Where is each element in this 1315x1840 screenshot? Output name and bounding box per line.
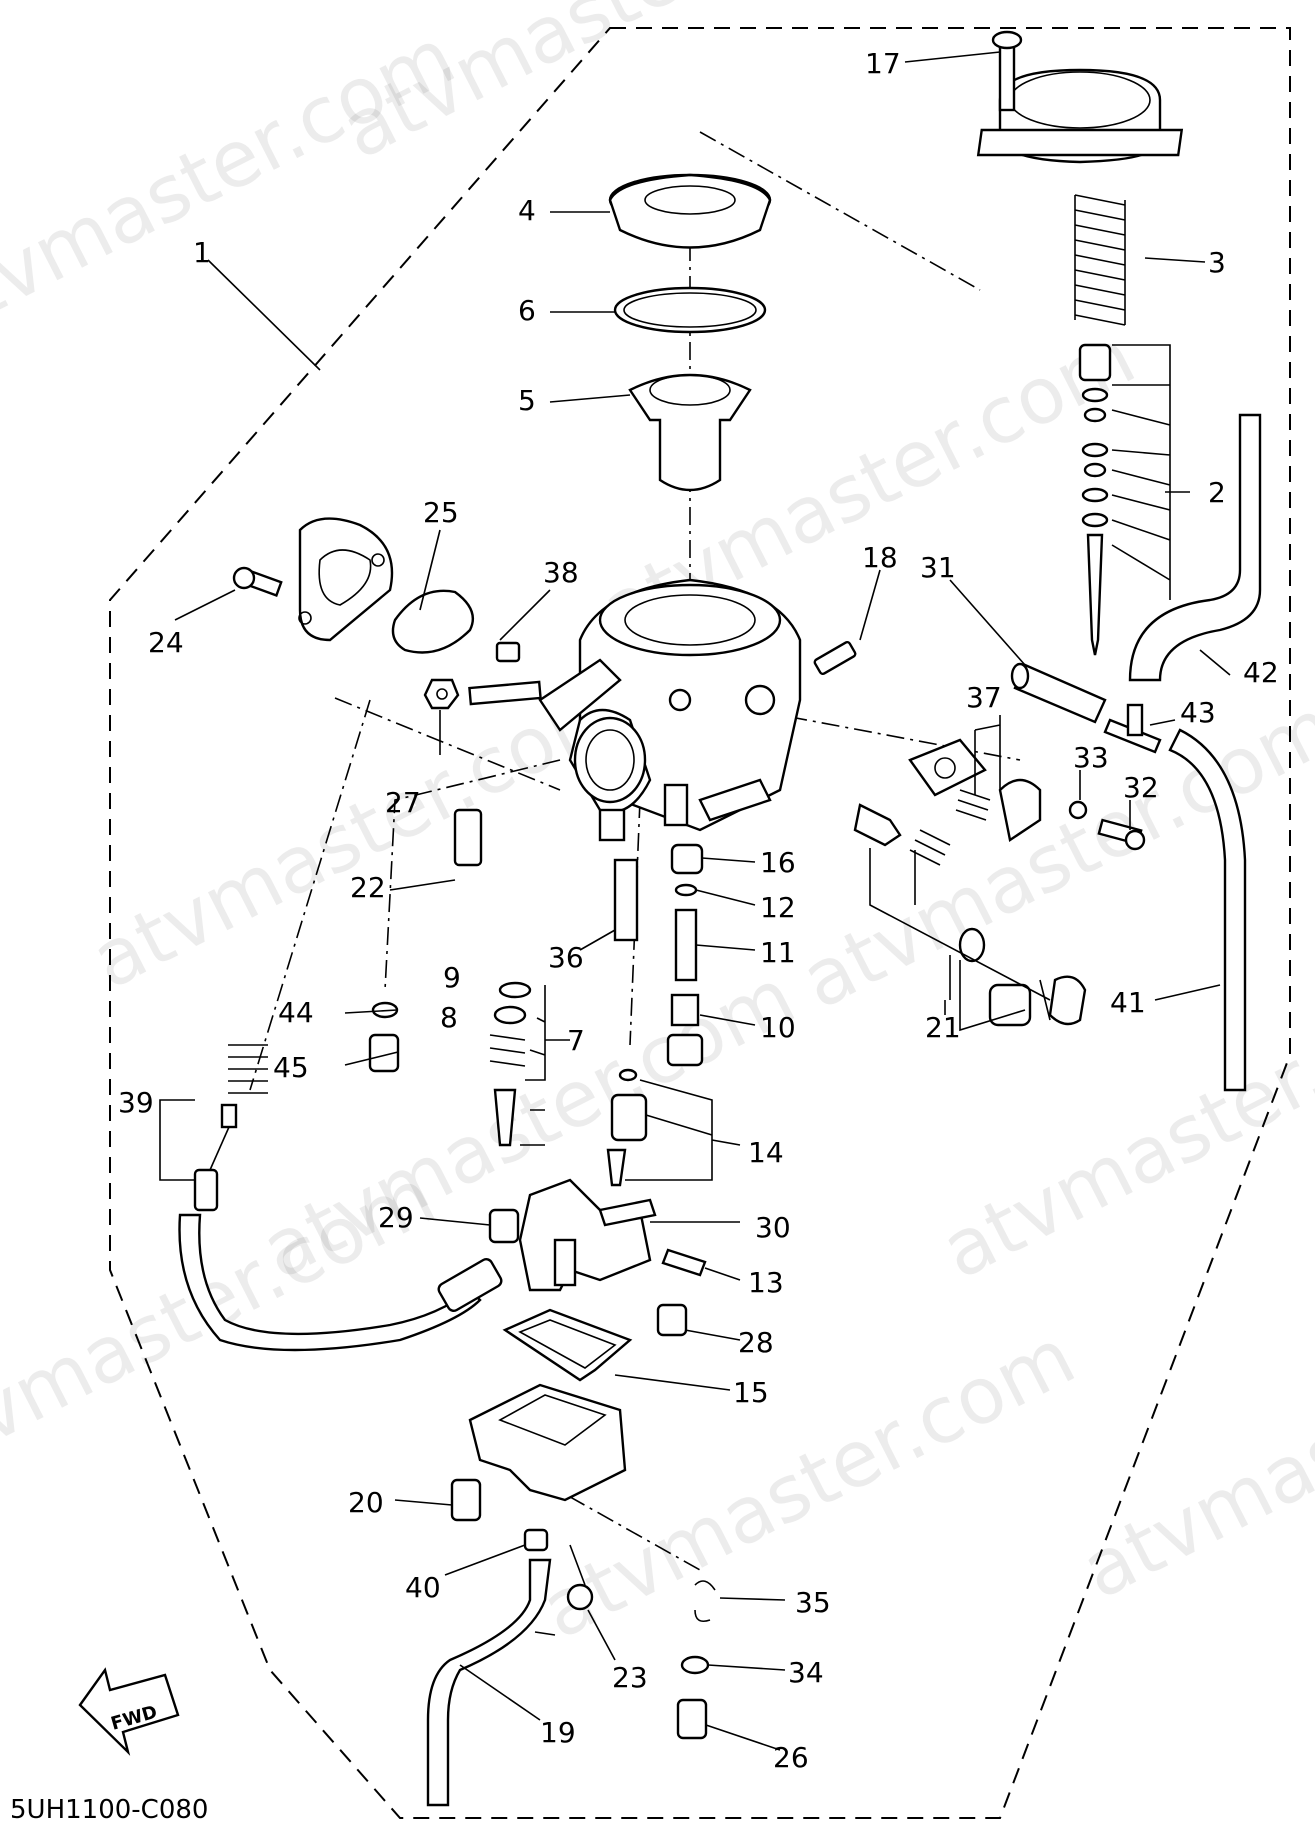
part-label-42: 42 bbox=[1243, 656, 1279, 689]
part-label-25: 25 bbox=[423, 496, 459, 529]
screw bbox=[232, 566, 283, 597]
part-label-45: 45 bbox=[273, 1051, 309, 1084]
part-label-3: 3 bbox=[1208, 246, 1226, 279]
part-label-1: 1 bbox=[193, 236, 211, 269]
tube bbox=[1010, 662, 1107, 724]
needle-set bbox=[1078, 343, 1112, 656]
part-label-19: 19 bbox=[540, 1716, 576, 1749]
pilot-screw-parts bbox=[853, 803, 1087, 1027]
float bbox=[518, 1178, 657, 1292]
part-label-4: 4 bbox=[518, 194, 536, 227]
part-label-41: 41 bbox=[1110, 986, 1146, 1019]
part-label-20: 20 bbox=[348, 1486, 384, 1519]
float-bowl-gasket bbox=[502, 1308, 633, 1382]
part-label-27: 27 bbox=[385, 786, 421, 819]
watermark: atvmaster.com bbox=[0, 12, 469, 357]
part-label-16: 16 bbox=[760, 846, 796, 879]
hose bbox=[1168, 728, 1247, 1092]
tube bbox=[613, 858, 639, 942]
float-bowl bbox=[468, 1383, 627, 1502]
screw bbox=[450, 1478, 482, 1522]
part-label-40: 40 bbox=[405, 1571, 441, 1604]
top-cap bbox=[976, 30, 1184, 164]
drain-screw bbox=[566, 1544, 594, 1611]
part-label-13: 13 bbox=[748, 1266, 784, 1299]
screw bbox=[813, 640, 857, 676]
piston-valve bbox=[628, 373, 752, 492]
part-label-9: 9 bbox=[443, 961, 461, 994]
part-label-29: 29 bbox=[378, 1201, 414, 1234]
needle-valve bbox=[606, 1068, 648, 1187]
nut bbox=[423, 678, 460, 710]
part-label-36: 36 bbox=[548, 941, 584, 974]
plug bbox=[495, 641, 521, 663]
part-label-31: 31 bbox=[920, 551, 956, 584]
part-label-32: 32 bbox=[1123, 771, 1159, 804]
jet-column bbox=[666, 843, 704, 1067]
t-fitting bbox=[1103, 703, 1162, 754]
part-labels: 17 3 2 4 6 5 1 25 38 18 31 42 43 24 37 3… bbox=[118, 47, 1279, 1774]
part-label-24: 24 bbox=[148, 626, 184, 659]
pilot-jet-parts bbox=[489, 981, 532, 1147]
part-label-7: 7 bbox=[567, 1024, 585, 1057]
part-label-28: 28 bbox=[738, 1326, 774, 1359]
part-label-33: 33 bbox=[1073, 741, 1109, 774]
part-label-21: 21 bbox=[925, 1011, 961, 1044]
part-label-35: 35 bbox=[795, 1586, 831, 1619]
clip-and-screw bbox=[1068, 800, 1146, 851]
part-label-18: 18 bbox=[862, 541, 898, 574]
part-label-5: 5 bbox=[518, 384, 536, 417]
part-label-10: 10 bbox=[760, 1011, 796, 1044]
float-pin-and-screws bbox=[488, 1208, 707, 1337]
main-jet-holder bbox=[453, 808, 483, 867]
part-label-17: 17 bbox=[865, 47, 901, 80]
hose bbox=[1128, 413, 1262, 682]
part-label-34: 34 bbox=[788, 1656, 824, 1689]
part-label-22: 22 bbox=[350, 871, 386, 904]
part-label-30: 30 bbox=[755, 1211, 791, 1244]
throttle-cable bbox=[178, 1044, 503, 1352]
diagram-code: 5UH1100-C080 bbox=[10, 1795, 208, 1825]
part-label-15: 15 bbox=[733, 1376, 769, 1409]
part-label-2: 2 bbox=[1208, 476, 1226, 509]
part-label-38: 38 bbox=[543, 556, 579, 589]
part-label-37: 37 bbox=[966, 681, 1002, 714]
watermark: atvmaster.com bbox=[1068, 1272, 1315, 1617]
fwd-arrow-icon: FWD bbox=[78, 1667, 180, 1756]
seal bbox=[391, 589, 475, 654]
part-label-11: 11 bbox=[760, 936, 796, 969]
o-ring bbox=[613, 286, 767, 334]
part-label-12: 12 bbox=[760, 891, 796, 924]
part-label-43: 43 bbox=[1180, 696, 1216, 729]
part-label-26: 26 bbox=[773, 1741, 809, 1774]
leader-lines bbox=[159, 51, 1231, 1751]
part-label-6: 6 bbox=[518, 294, 536, 327]
choke-plate bbox=[908, 738, 1042, 842]
drain-hose bbox=[426, 1528, 552, 1807]
carburetor-body bbox=[468, 578, 802, 842]
part-label-39: 39 bbox=[118, 1086, 154, 1119]
spring bbox=[1074, 194, 1126, 326]
diaphragm bbox=[608, 173, 772, 249]
part-label-14: 14 bbox=[748, 1136, 784, 1169]
gasket bbox=[298, 517, 394, 642]
washer-and-screw bbox=[368, 1001, 400, 1073]
drain-parts bbox=[676, 1580, 716, 1740]
part-label-8: 8 bbox=[440, 1001, 458, 1034]
part-label-44: 44 bbox=[278, 996, 314, 1029]
assembly-boundary bbox=[109, 27, 1291, 1819]
part-label-23: 23 bbox=[612, 1661, 648, 1694]
